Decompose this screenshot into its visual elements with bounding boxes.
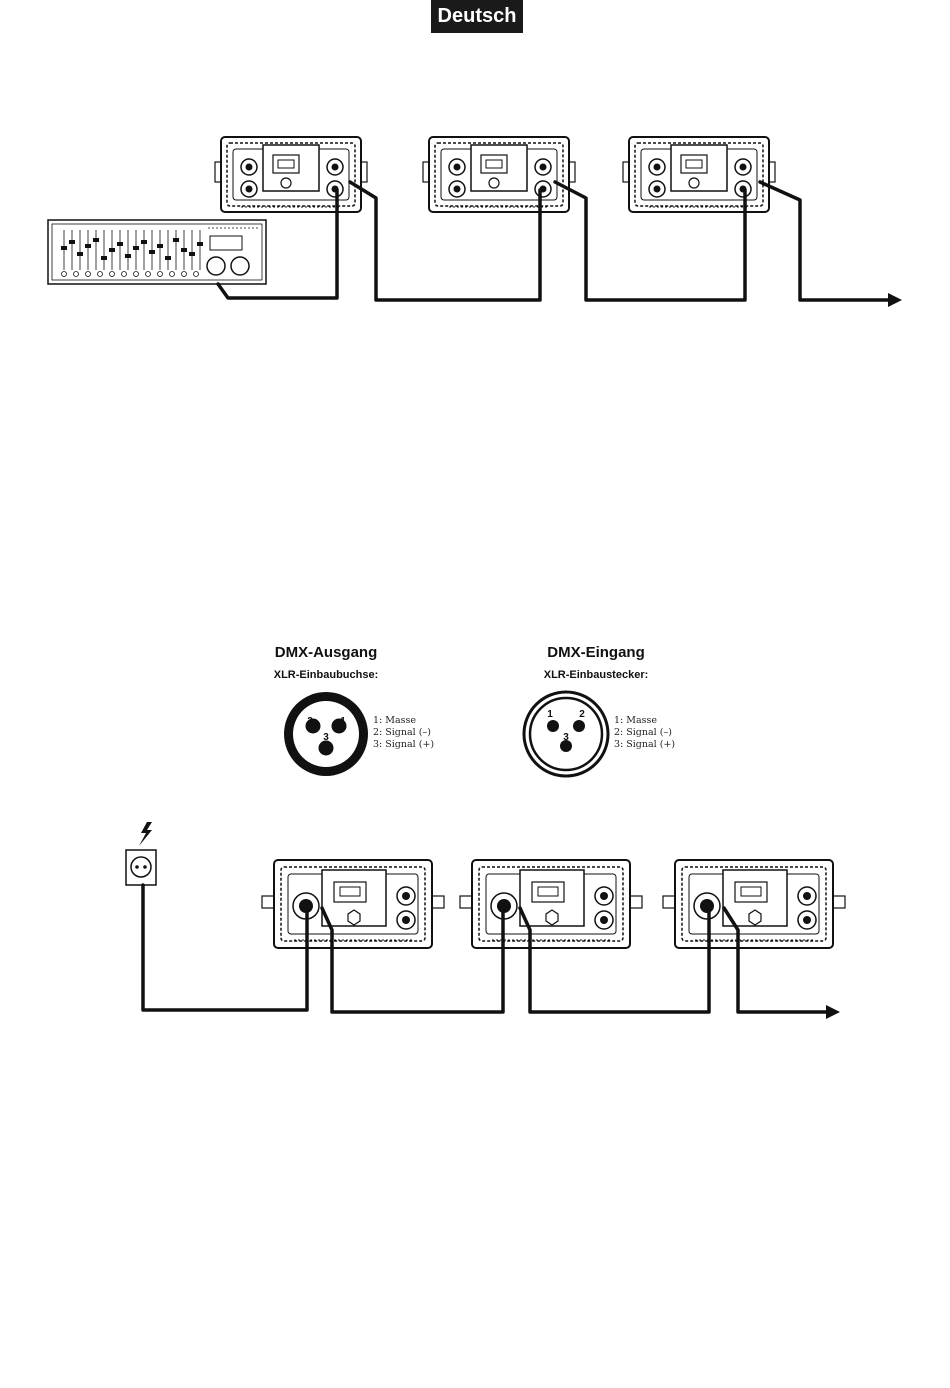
power-outlet-icon: [126, 850, 156, 885]
fixture-top-3: [623, 137, 775, 212]
legend-item: 1: Masse: [373, 715, 434, 727]
xlr-input-connector-icon: 1 2 3: [524, 692, 608, 776]
output-pin-1: 1: [340, 716, 346, 727]
fixture-top-1: [215, 137, 367, 212]
dmx-output-subtitle: XLR-Einbaubuchse:: [246, 669, 406, 681]
input-pin-2: 2: [579, 709, 585, 720]
xlr-output-connector-icon: 2 1 3: [284, 692, 368, 776]
dmx-input-title: DMX-Eingang: [526, 644, 666, 661]
fixture-bottom-3: [663, 860, 845, 948]
fixture-bottom-1: [262, 860, 444, 948]
dmx-output-pin-legend: 1: Masse 2: Signal (–) 3: Signal (+): [373, 715, 434, 751]
output-pin-3: 3: [323, 732, 329, 743]
legend-item: 1: Masse: [614, 715, 675, 727]
output-pin-2: 2: [307, 716, 313, 727]
dmx-input-subtitle: XLR-Einbaustecker:: [516, 669, 676, 681]
dmx-output-title: DMX-Ausgang: [256, 644, 396, 661]
dmx-cable-out: [760, 182, 888, 300]
dmx-controller-icon: [48, 220, 266, 284]
dmx-input-pin-legend: 1: Masse 2: Signal (–) 3: Signal (+): [614, 715, 675, 751]
legend-item: 2: Signal (–): [373, 727, 434, 739]
fixture-top-2: [423, 137, 575, 212]
input-pin-1: 1: [547, 709, 553, 720]
lightning-bolt-icon: [139, 822, 152, 846]
legend-item: 3: Signal (+): [373, 739, 434, 751]
input-pin-3: 3: [563, 732, 569, 743]
legend-item: 2: Signal (–): [614, 727, 675, 739]
arrow-right-icon: [888, 293, 902, 307]
legend-item: 3: Signal (+): [614, 739, 675, 751]
arrow-right-icon: [826, 1005, 840, 1019]
fixture-bottom-2: [460, 860, 642, 948]
